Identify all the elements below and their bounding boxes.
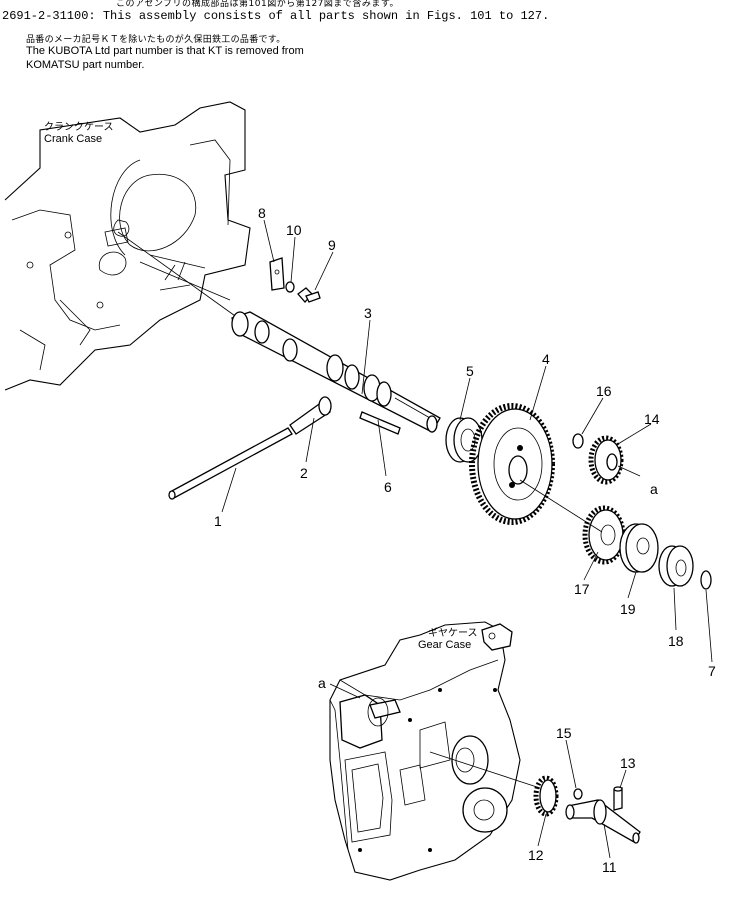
header-assembly-note: 2691-2-31100: This assembly consists of …: [2, 9, 550, 23]
assembly-guide-line: [519, 479, 603, 533]
ring-part-16: [572, 433, 584, 449]
crank-case-jp-label: クランクケース: [44, 121, 114, 133]
callout-1: 1: [214, 513, 222, 529]
camshaft-part-3: [231, 311, 441, 433]
gear-part-17: [582, 505, 626, 565]
leader-lines: [221, 219, 713, 859]
gear-case-jp-label: ギヤケース: [428, 627, 478, 639]
assembly-guide-line: [117, 231, 239, 319]
callout-10: 10: [286, 222, 302, 238]
header-kubota-note-line-1: The KUBOTA Ltd part number is that KT is…: [26, 45, 304, 57]
pin-part-2: [289, 396, 332, 435]
assembly-guide-line: [429, 751, 541, 789]
snap-ring-part-7: [700, 570, 712, 590]
assembly-guide-line: [617, 465, 641, 477]
callout-11: 11: [602, 859, 617, 875]
callout-5: 5: [466, 363, 474, 379]
rod-part-1: [168, 427, 293, 500]
gear-case-label: Gear Case: [418, 639, 471, 651]
seal-part-12: [533, 775, 559, 817]
bearing-part-18: [658, 545, 694, 587]
callout-4: 4: [542, 351, 550, 367]
bearing-part-5: [445, 417, 483, 463]
callout-12: 12: [528, 847, 544, 863]
assembly-guide-line: [139, 261, 231, 301]
reference-mark-a-top: a: [650, 481, 658, 497]
callout-19: 19: [620, 601, 636, 617]
callout-13: 13: [620, 755, 636, 771]
crank-case-illustration: [4, 101, 251, 391]
bolt-part-9: [297, 287, 321, 303]
small-gear-part-14: [588, 435, 624, 485]
reference-mark-a-bottom: a: [318, 675, 326, 691]
callout-9: 9: [328, 237, 336, 253]
crank-case-label: Crank Case: [44, 133, 102, 145]
callout-2: 2: [300, 465, 308, 481]
callout-15: 15: [556, 725, 572, 741]
callout-7: 7: [708, 663, 716, 679]
washer-part-19: [619, 523, 659, 573]
callout-16: 16: [596, 383, 612, 399]
thrust-plate-part-8: [269, 257, 285, 291]
header-japanese-line-1: このアセンブリの構成部品は第101図から第127図まで含みます。: [116, 0, 400, 9]
pin-part-15: [573, 788, 583, 800]
callout-8: 8: [258, 205, 266, 221]
callout-14: 14: [644, 411, 660, 427]
callout-17: 17: [574, 581, 590, 597]
callout-6: 6: [384, 479, 392, 495]
header-japanese-line-2: 品番のメーカ記号ＫＴを除いたものが久保田鉄工の品番です。: [26, 35, 286, 45]
large-gear-part-4: [469, 403, 555, 525]
leader-line: [329, 683, 361, 699]
washer-part-10: [285, 281, 295, 293]
key-part-6: [359, 411, 401, 435]
header-kubota-note-line-2: KOMATSU part number.: [26, 59, 145, 71]
shaft-part-11: [565, 799, 641, 844]
callout-18: 18: [668, 633, 684, 649]
gear-case-illustration: [329, 621, 521, 881]
callout-3: 3: [364, 305, 372, 321]
pin-part-13: [613, 786, 623, 811]
